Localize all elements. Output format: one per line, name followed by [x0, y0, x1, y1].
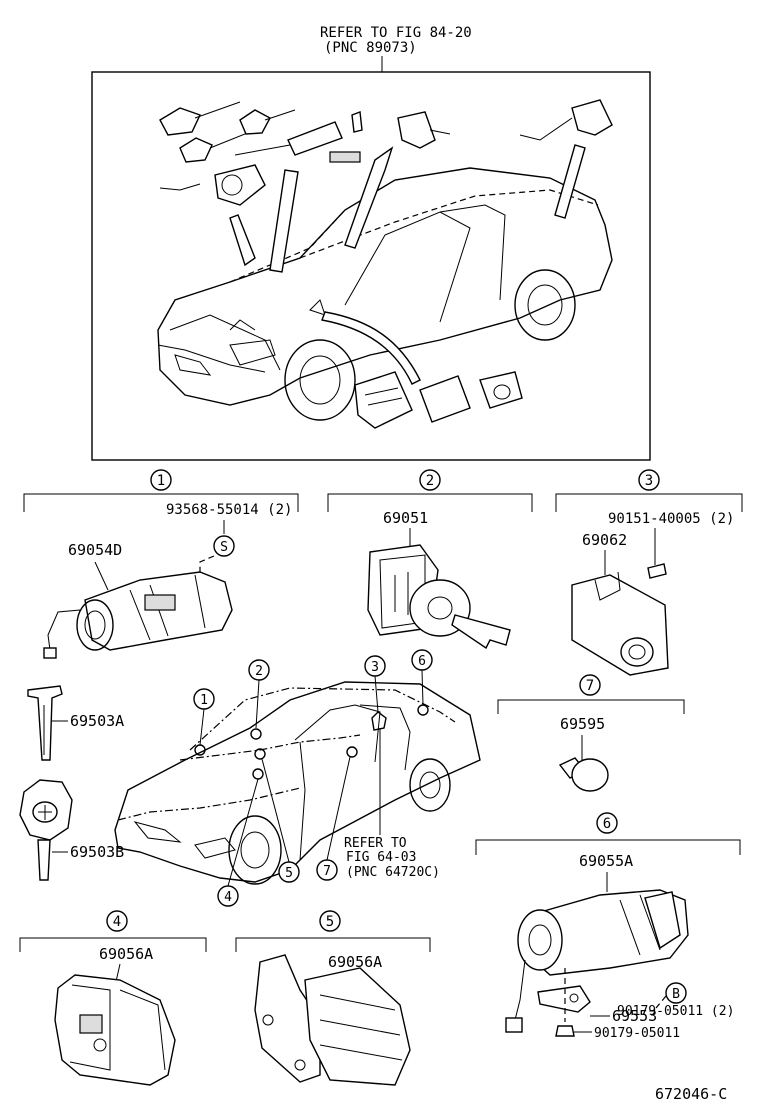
leader-s — [199, 555, 215, 580]
section-3-bracket — [555, 493, 743, 512]
refer-note-line-3: (PNC 64720C) — [346, 865, 440, 880]
part-69062: 69062 — [582, 531, 627, 549]
marker-2-leader — [255, 679, 260, 729]
part-69595: 69595 — [560, 715, 605, 733]
bolt-drawing — [555, 1025, 575, 1037]
center-car — [114, 681, 481, 885]
car-marker-3: 3 — [364, 655, 386, 677]
refer-line-1: REFER TO FIG 84-20 — [320, 25, 472, 41]
part-90151-40005: 90151-40005 (2) — [608, 511, 734, 527]
part-69503B: 69503B — [70, 843, 124, 861]
car-marker-1: 1 — [193, 688, 215, 710]
part-90179-05011-pair: 90179-05011 (2) — [617, 1004, 734, 1019]
svg-text:7: 7 — [323, 864, 331, 879]
screw-drawing — [647, 563, 667, 579]
overview-frame — [91, 71, 651, 461]
key-69503a-drawing — [27, 685, 63, 761]
car-marker-6: 6 — [411, 649, 433, 671]
refer-line-2: (PNC 89073) — [324, 40, 417, 56]
svg-text:6: 6 — [418, 654, 426, 669]
part-90179-05011-single: 90179-05011 — [594, 1026, 680, 1041]
section-5-marker — [319, 910, 341, 932]
section-2-marker — [419, 469, 441, 491]
section-7-marker — [579, 674, 601, 696]
door-lock-motor-5-drawing — [254, 954, 411, 1086]
car-marker-7: 7 — [316, 859, 338, 881]
section-5-bracket — [235, 937, 431, 952]
key-69503b-drawing — [19, 779, 73, 881]
svg-text:2: 2 — [255, 664, 263, 679]
svg-text:1: 1 — [200, 693, 208, 708]
overview-keys — [159, 99, 613, 206]
callout-s-label: S — [220, 540, 228, 555]
overview-car — [157, 144, 613, 421]
section-5-num: 5 — [326, 914, 334, 930]
car-marker-2: 2 — [248, 659, 270, 681]
section-1-num: 1 — [157, 473, 165, 489]
callout-s — [213, 535, 235, 557]
marker-3-leader — [374, 675, 379, 713]
refer-note-line-2: FIG 64-03 — [346, 850, 416, 865]
part-69056A-4: 69056A — [99, 945, 153, 963]
section-2-num: 2 — [426, 473, 434, 489]
leader-b — [655, 995, 667, 1009]
car-marker-5: 5 — [278, 861, 300, 883]
trunk-cylinder-drawing — [571, 571, 669, 676]
section-1-bracket — [23, 493, 299, 512]
plug-69595-drawing — [558, 757, 609, 792]
door-cylinder-drawing — [367, 544, 511, 650]
refer-note-line-1: REFER TO — [344, 836, 407, 851]
glovebox-cylinder-drawing — [505, 889, 689, 1033]
part-69553: 69553 — [612, 1007, 657, 1025]
svg-text:4: 4 — [224, 890, 232, 905]
door-lock-motor-4-drawing — [54, 974, 176, 1086]
callout-b-label: B — [672, 987, 680, 1002]
marker-4-leader — [227, 778, 259, 887]
marker-1-leader — [199, 708, 205, 746]
part-69054D: 69054D — [68, 541, 122, 559]
section-4-bracket — [19, 937, 207, 952]
bracket-69553-drawing — [537, 985, 591, 1013]
ignition-cylinder-drawing — [43, 571, 233, 659]
callout-b — [665, 982, 687, 1004]
section-7-bracket — [497, 699, 685, 714]
section-7-num: 7 — [586, 678, 594, 694]
part-69055A: 69055A — [579, 852, 633, 870]
section-2-bracket — [327, 493, 533, 512]
section-4-marker — [106, 910, 128, 932]
section-6-marker — [596, 812, 618, 834]
section-6-bracket — [475, 839, 741, 855]
overview-switches — [354, 371, 523, 429]
part-93568-55014: 93568-55014 (2) — [166, 502, 292, 518]
svg-text:3: 3 — [371, 660, 379, 675]
car-marker-4: 4 — [217, 885, 239, 907]
marker-7-leader — [326, 756, 351, 861]
part-69056A-5: 69056A — [328, 953, 382, 971]
section-4-num: 4 — [113, 914, 121, 930]
figure-id: 672046-C — [655, 1085, 727, 1103]
leader-69054D — [94, 561, 109, 591]
part-69051: 69051 — [383, 509, 428, 527]
marker-5-leader — [261, 758, 290, 863]
part-69503A: 69503A — [70, 712, 124, 730]
svg-text:5: 5 — [285, 866, 293, 881]
section-3-num: 3 — [645, 473, 653, 489]
section-3-marker — [638, 469, 660, 491]
marker-6-leader — [421, 669, 424, 706]
section-6-num: 6 — [603, 816, 611, 832]
section-1-marker — [150, 469, 172, 491]
